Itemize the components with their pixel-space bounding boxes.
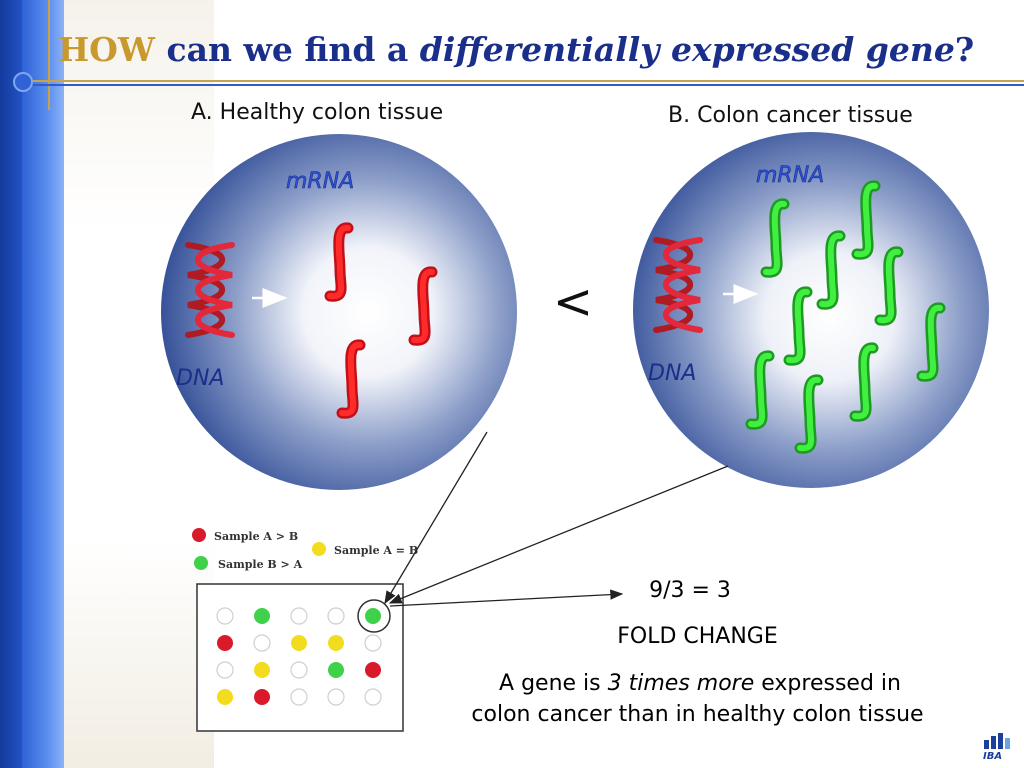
slide-title: HOW can we find a differentially express… bbox=[58, 30, 974, 69]
title-mid: can we find a bbox=[166, 30, 409, 69]
mrna-strand-icon bbox=[783, 286, 813, 366]
dna-label-a: DNA bbox=[176, 366, 224, 391]
fold-change-text: FOLD CHANGE bbox=[617, 624, 778, 649]
arrow-from-cell-a bbox=[384, 431, 488, 605]
array-spot-red bbox=[217, 635, 233, 651]
legend-a-eq-b: Sample A = B bbox=[334, 544, 418, 557]
legend-dot-green bbox=[194, 556, 208, 570]
array-spot-red bbox=[254, 689, 270, 705]
result-line-1-post: expressed in bbox=[761, 671, 901, 696]
array-spot-empty bbox=[364, 634, 382, 652]
array-spot-empty bbox=[327, 607, 345, 625]
mrna-strand-icon bbox=[336, 339, 366, 419]
cell-a bbox=[161, 134, 517, 490]
result-line-1-pre: A gene is bbox=[499, 671, 601, 696]
mrna-strand-icon bbox=[851, 180, 881, 260]
array-spot-empty bbox=[253, 634, 271, 652]
title-em: differentially expressed gene bbox=[419, 30, 955, 69]
array-spot-empty bbox=[216, 607, 234, 625]
array-spot-yellow bbox=[328, 635, 344, 651]
mrna-b-strands bbox=[745, 180, 946, 454]
legend-dot-yellow bbox=[312, 542, 326, 556]
panel-b-caption: B. Colon cancer tissue bbox=[668, 103, 913, 128]
mrna-strand-icon bbox=[816, 230, 846, 310]
result-line-2: colon cancer than in healthy colon tissu… bbox=[471, 702, 924, 727]
dna-label-b: DNA bbox=[648, 361, 696, 386]
array-spot-green bbox=[328, 662, 344, 678]
array-spot-green bbox=[365, 608, 381, 624]
comparison-symbol: < bbox=[553, 274, 593, 330]
mrna-strand-icon bbox=[849, 342, 879, 422]
array-spot-empty bbox=[290, 661, 308, 679]
mrna-label-b: mRNA bbox=[756, 163, 824, 188]
array-spot-empty bbox=[327, 688, 345, 706]
mrna-strand-icon bbox=[760, 198, 790, 278]
bullet-dot-icon bbox=[13, 72, 33, 92]
gold-vertical-line bbox=[48, 0, 50, 110]
iba-logo-text: IBA bbox=[983, 751, 1002, 760]
array-spot-yellow bbox=[254, 662, 270, 678]
title-how: HOW bbox=[58, 30, 155, 69]
mrna-strand-icon bbox=[324, 222, 354, 302]
mrna-strand-icon bbox=[916, 302, 946, 382]
microarray-spots bbox=[216, 607, 382, 706]
array-spot-red bbox=[365, 662, 381, 678]
cell-b bbox=[633, 132, 989, 488]
iba-logo-icon: IBA bbox=[983, 733, 1010, 762]
title-qmark: ? bbox=[954, 30, 975, 69]
array-spot-empty bbox=[364, 688, 382, 706]
mrna-strand-icon bbox=[794, 374, 824, 454]
mrna-strand-icon bbox=[745, 350, 775, 430]
highlighted-spot-ring bbox=[357, 599, 391, 633]
left-blue-band-dark bbox=[0, 0, 22, 768]
legend-dot-red bbox=[192, 528, 206, 542]
array-spot-empty bbox=[290, 607, 308, 625]
ratio-text: 9/3 = 3 bbox=[649, 578, 731, 603]
arrow-to-ratio bbox=[389, 589, 624, 607]
microarray-legend: Sample A > B Sample B > A Sample A = B bbox=[192, 528, 418, 571]
array-spot-yellow bbox=[217, 689, 233, 705]
legend-b-gt-a: Sample B > A bbox=[218, 558, 303, 571]
mrna-label-a: mRNA bbox=[286, 169, 354, 194]
array-spot-yellow bbox=[291, 635, 307, 651]
microarray-grid bbox=[196, 583, 404, 732]
title-underline-blue bbox=[20, 84, 1024, 86]
arrow-from-cell-b bbox=[388, 465, 729, 604]
array-spot-green bbox=[254, 608, 270, 624]
iba-logo: IBA bbox=[982, 730, 1016, 762]
dna-helix-a-icon bbox=[185, 242, 235, 338]
legend-a-gt-b: Sample A > B bbox=[214, 530, 298, 543]
array-spot-empty bbox=[216, 661, 234, 679]
result-line-1-em: 3 times more bbox=[607, 671, 755, 696]
array-spot-empty bbox=[290, 688, 308, 706]
dna-helix-b-icon bbox=[653, 237, 703, 333]
panel-a-caption: A. Healthy colon tissue bbox=[191, 100, 444, 125]
mrna-strand-icon bbox=[874, 246, 904, 326]
result-line-1: A gene is 3 times more expressed in bbox=[430, 671, 970, 696]
mrna-strand-icon bbox=[408, 266, 438, 346]
mrna-a-strands bbox=[324, 222, 438, 419]
title-underline-gold bbox=[20, 80, 1024, 82]
